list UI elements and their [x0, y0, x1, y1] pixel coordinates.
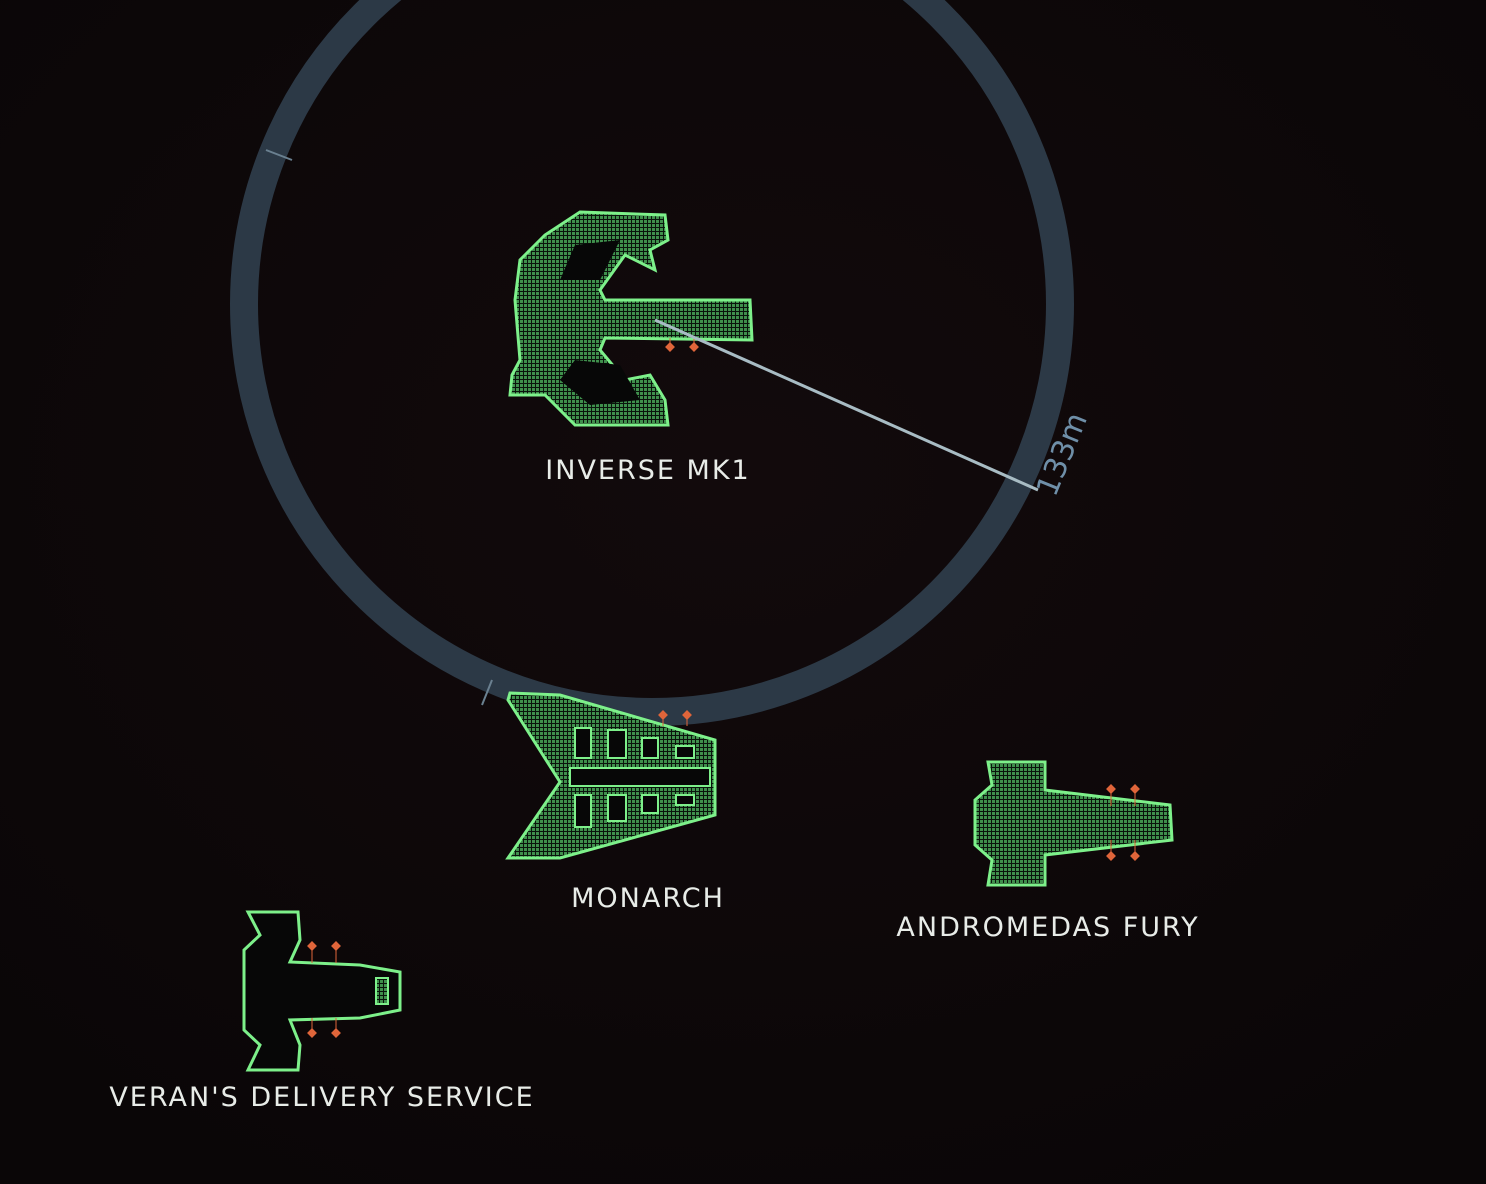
ship-name-label: ANDROMEDAS FURY [896, 912, 1200, 943]
ship-verans-delivery-service[interactable] [242, 910, 402, 1072]
thruster-icons [658, 710, 692, 726]
ship-monarch[interactable] [505, 691, 717, 860]
thruster-icons [1106, 784, 1140, 861]
range-ring [230, 0, 1074, 726]
ship-inverse-mk1[interactable] [508, 210, 754, 427]
thruster-icons [307, 941, 341, 1038]
ship-name-label: VERAN'S DELIVERY SERVICE [109, 1082, 535, 1113]
ship-andromedas-fury[interactable] [973, 760, 1174, 887]
range-line [654, 318, 1039, 492]
thruster-icons [665, 338, 699, 352]
ship-name-label: INVERSE MK1 [545, 455, 751, 486]
ship-name-label: MONARCH [571, 883, 725, 914]
